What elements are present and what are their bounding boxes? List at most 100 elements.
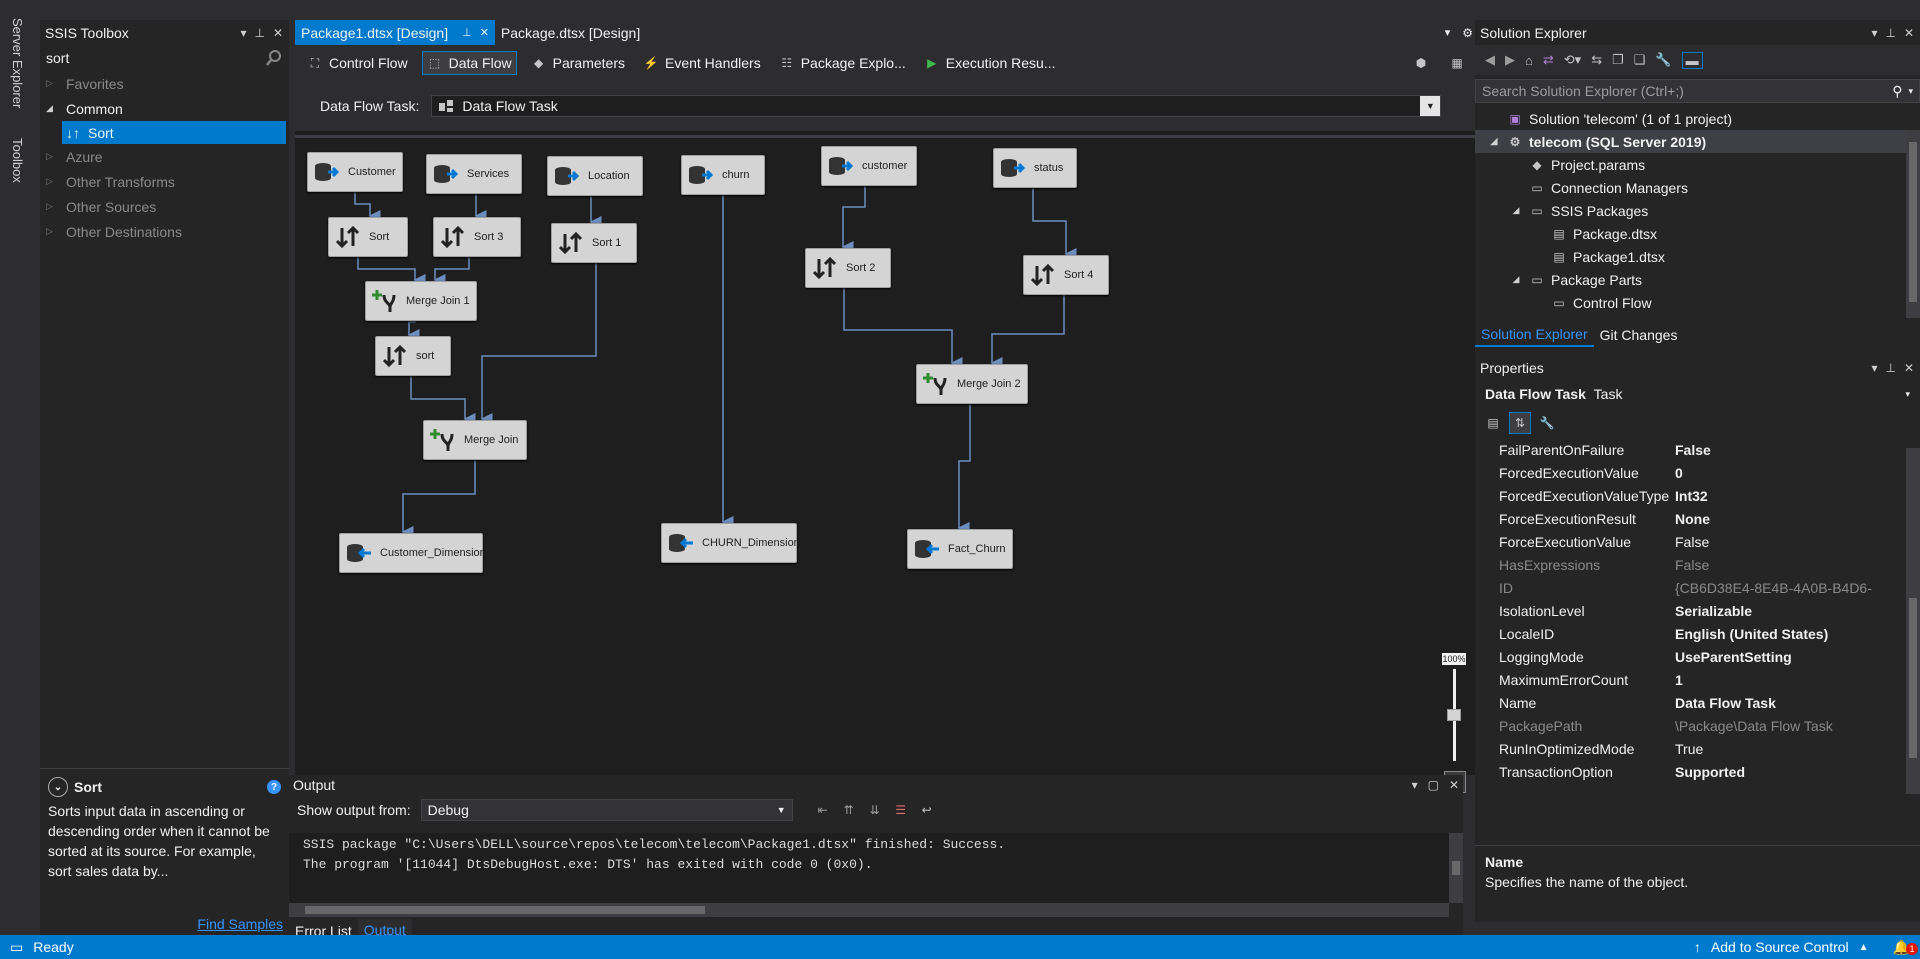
property-value[interactable]: True <box>1675 740 1704 757</box>
property-grid-scrollbar[interactable] <box>1906 448 1920 794</box>
property-value[interactable]: Data Flow Task <box>1675 694 1776 711</box>
solution-tree-item[interactable]: ◆Project.params <box>1475 153 1920 176</box>
property-row[interactable]: PackagePath\Package\Data Flow Task <box>1475 714 1920 737</box>
tab-package-design[interactable]: Package.dtsx [Design] <box>495 20 646 45</box>
help-icon[interactable]: ? <box>267 780 281 794</box>
solution-explorer-search-input[interactable]: Search Solution Explorer (Ctrl+;) ⚲▾ <box>1475 79 1920 103</box>
property-value[interactable]: Supported <box>1675 763 1745 780</box>
toolbox-item-sort[interactable]: ↓↑Sort <box>62 121 286 144</box>
property-value[interactable]: False <box>1675 441 1711 458</box>
pin-icon[interactable]: ⊥ <box>462 27 472 39</box>
dropdown-icon[interactable]: ▾ <box>240 25 247 40</box>
data-path-arrow[interactable] <box>401 460 476 538</box>
data-path-arrow[interactable] <box>354 192 381 222</box>
tab-list-dropdown-icon[interactable]: ▾ <box>1444 27 1451 39</box>
subtab-data-flow[interactable]: ⬚Data Flow <box>421 51 517 75</box>
node-churn-src[interactable]: churn <box>681 155 765 195</box>
clear-all-icon[interactable]: ☰ <box>895 803 906 817</box>
close-icon[interactable]: ✕ <box>1903 25 1914 40</box>
dropdown-icon[interactable]: ▾ <box>1411 778 1418 792</box>
node-status-src[interactable]: status <box>993 148 1077 188</box>
property-value[interactable]: Serializable <box>1675 602 1753 619</box>
categorized-icon[interactable]: ▤ <box>1487 416 1499 430</box>
output-horizontal-scrollbar[interactable] <box>289 903 1449 917</box>
data-path-arrow[interactable] <box>957 404 971 534</box>
data-path-arrow[interactable] <box>480 263 597 425</box>
zoom-slider-thumb[interactable] <box>1447 709 1461 721</box>
collapse-all-icon[interactable]: ❐ <box>1612 52 1624 67</box>
node-cust-dim[interactable]: Customer_Dimension <box>339 533 486 573</box>
collapse-icon[interactable]: ⌄ <box>48 777 68 797</box>
node-mj[interactable]: Merge Join <box>423 420 527 460</box>
toolbox-tab[interactable]: Toolbox <box>10 138 25 183</box>
node-customer-src[interactable]: Customer <box>307 152 403 192</box>
chevron-down-icon[interactable]: ▼ <box>1420 96 1441 116</box>
search-icon[interactable]: ⚲ <box>1892 82 1903 99</box>
property-value[interactable]: {CB6D38E4-8E4B-4A0B-B4D6- <box>1675 579 1872 596</box>
node-sort4[interactable]: Sort 4 <box>1023 255 1109 295</box>
show-all-files-icon[interactable]: ❏ <box>1633 52 1646 67</box>
node-mj2[interactable]: Merge Join 2 <box>916 364 1028 404</box>
home-icon[interactable]: ⌂ <box>1525 52 1533 68</box>
subtab-event-handlers[interactable]: ⚡Event Handlers <box>639 51 765 75</box>
data-path-arrow[interactable] <box>410 376 476 425</box>
settings-gear-icon[interactable]: ⚙ <box>1462 25 1473 40</box>
add-to-source-control-button[interactable]: Add to Source Control <box>1710 939 1849 955</box>
notifications-bell-icon[interactable]: 🔔1 <box>1893 939 1918 956</box>
data-path-arrow[interactable] <box>1032 188 1077 260</box>
zoom-control[interactable]: 100% ⛶ <box>1440 653 1470 793</box>
preview-icon[interactable]: ▬ <box>1681 51 1703 69</box>
sync-icon[interactable]: ⇆ <box>1591 52 1603 67</box>
node-sort[interactable]: Sort <box>328 217 408 257</box>
toolbox-category[interactable]: ▷Favorites <box>40 71 289 96</box>
property-value[interactable]: UseParentSetting <box>1675 648 1792 665</box>
properties-wrench-icon[interactable]: 🔧 <box>1655 52 1672 67</box>
properties-object-selector[interactable]: Data Flow Task Task ▾ <box>1475 380 1920 408</box>
node-sortl[interactable]: sort <box>375 336 451 376</box>
dropdown-icon[interactable]: ▾ <box>1871 360 1878 375</box>
subtab-parameters[interactable]: ◆Parameters <box>527 51 629 75</box>
maximize-icon[interactable]: ▢ <box>1427 778 1439 792</box>
data-path-arrow[interactable] <box>433 257 470 286</box>
toolbox-category[interactable]: ▷Azure <box>40 144 289 169</box>
data-path-arrow[interactable] <box>407 321 420 341</box>
tab-package1-design[interactable]: Package1.dtsx [Design] ⊥ ✕ <box>295 20 495 45</box>
subtab-package-explo[interactable]: ☷Package Explo... <box>775 51 910 75</box>
toolbox-category[interactable]: ◢Common <box>40 96 289 121</box>
close-icon[interactable]: ✕ <box>272 25 283 40</box>
alphabetical-icon[interactable]: ⇅ <box>1509 412 1531 434</box>
show-output-from-select[interactable]: Debug ▼ <box>420 799 793 821</box>
expanded-arrow-icon[interactable]: ◢ <box>1512 205 1520 215</box>
word-wrap-icon[interactable]: ↩ <box>921 803 932 817</box>
layout-icon[interactable]: ▦ <box>1451 56 1463 70</box>
node-customer2-src[interactable]: customer <box>821 146 917 186</box>
output-text[interactable]: SSIS package "C:\Users\DELL\source\repos… <box>289 833 1449 903</box>
pin-icon[interactable]: ⊥ <box>1885 25 1896 40</box>
pin-icon[interactable]: ⊥ <box>254 25 265 40</box>
property-value[interactable]: Int32 <box>1675 487 1708 504</box>
property-value[interactable]: False <box>1675 533 1710 550</box>
output-vertical-scrollbar[interactable] <box>1449 833 1463 903</box>
data-path-arrow[interactable] <box>990 295 1065 369</box>
property-value[interactable]: \Package\Data Flow Task <box>1675 717 1833 734</box>
chevron-down-icon[interactable]: ▾ <box>1908 85 1913 96</box>
forward-icon[interactable]: ▶ <box>1505 52 1515 67</box>
expanded-arrow-icon[interactable]: ◢ <box>1512 274 1520 284</box>
solution-tree-item[interactable]: ▣Solution 'telecom' (1 of 1 project) <box>1475 107 1920 130</box>
close-icon[interactable]: ✕ <box>1903 360 1914 375</box>
subtab-control-flow[interactable]: ⛶Control Flow <box>303 51 412 75</box>
solution-tree-item[interactable]: ◢▭Package Parts <box>1475 268 1920 291</box>
subtab-execution-resu[interactable]: ▶Execution Resu... <box>920 51 1060 75</box>
node-services-src[interactable]: Services <box>426 154 522 194</box>
solution-tree-item[interactable]: ◢▭SSIS Packages <box>1475 199 1920 222</box>
